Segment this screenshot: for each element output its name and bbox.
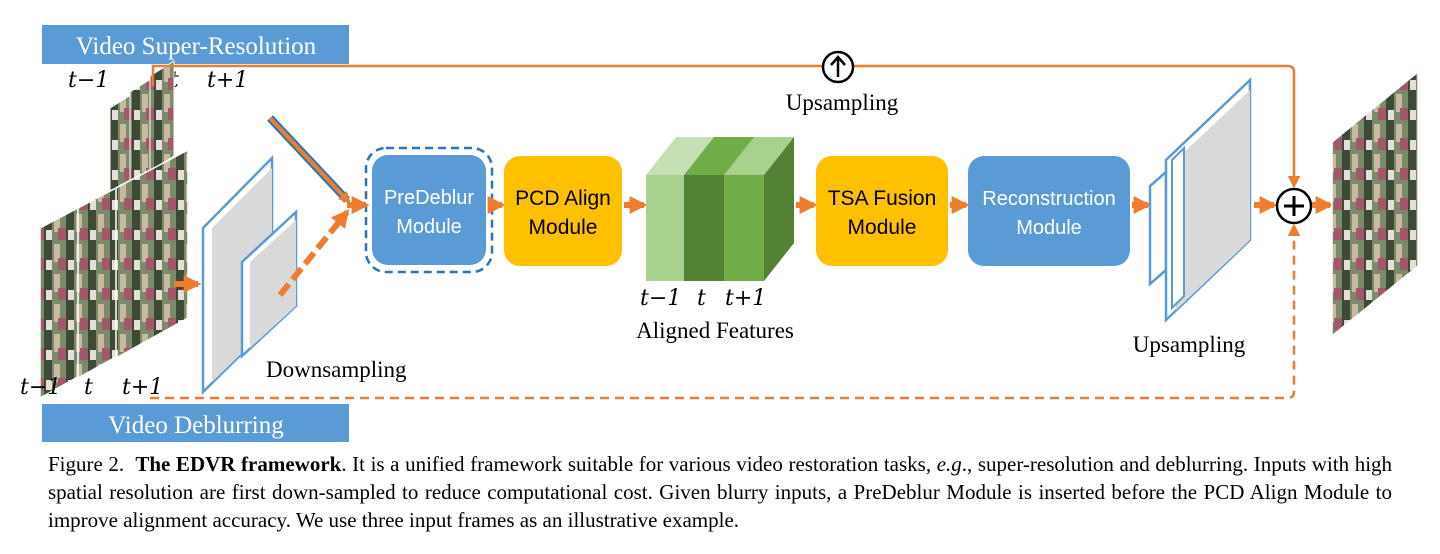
caption-part1: . It is a unified framework suitable for… bbox=[341, 452, 932, 476]
tsa-label-2: Module bbox=[848, 216, 917, 239]
predeblur-module bbox=[372, 155, 486, 265]
output-frame bbox=[1331, 70, 1419, 338]
reconstruction-module bbox=[968, 156, 1130, 266]
bottom-frame-label-next: t+1 bbox=[122, 375, 163, 400]
upsampling-top-label: Upsampling bbox=[786, 90, 899, 115]
feature-label-prev: t−1 bbox=[640, 286, 681, 311]
caption-eg: e.g bbox=[936, 452, 962, 476]
recon-label-2: Module bbox=[1016, 217, 1082, 239]
bottom-frame-label-cur: t bbox=[84, 375, 93, 400]
recon-label-1: Reconstruction bbox=[982, 188, 1115, 210]
skip-connection-bottom bbox=[150, 223, 1301, 400]
pcd-label-2: Module bbox=[529, 216, 598, 239]
pcd-align-module bbox=[504, 156, 622, 266]
predeblur-label-1: PreDeblur bbox=[384, 187, 474, 209]
skip-connection-top bbox=[151, 64, 1301, 189]
upsampling-right-label: Upsampling bbox=[1133, 332, 1246, 357]
large-input-frames bbox=[39, 148, 189, 400]
vsr-label: Video Super-Resolution bbox=[76, 33, 317, 60]
caption-title: The EDVR framework bbox=[135, 452, 342, 476]
tsa-label-1: TSA Fusion bbox=[828, 187, 937, 210]
deblur-label-box bbox=[42, 404, 349, 442]
downsampling-blocks bbox=[201, 154, 298, 395]
downsampling-label: Downsampling bbox=[266, 357, 407, 382]
tsa-fusion-module bbox=[816, 156, 948, 266]
figure-caption: Figure 2. The EDVR framework. It is a un… bbox=[48, 450, 1392, 534]
top-frame-label-next: t+1 bbox=[207, 68, 248, 93]
arrow-downsample-to-predeblur bbox=[277, 209, 350, 297]
predeblur-label-2: Module bbox=[396, 216, 462, 238]
upsampling-blocks bbox=[1148, 77, 1252, 323]
caption-part2: ., super-resolution and deblurring. Inpu… bbox=[48, 452, 1393, 532]
caption-prefix: Figure 2. bbox=[48, 452, 125, 476]
top-frame-label-prev: t−1 bbox=[68, 68, 109, 93]
feature-label-cur: t bbox=[697, 286, 706, 311]
edvr-diagram: Video Super-Resolution Video Deblurring … bbox=[20, 25, 1419, 442]
pcd-label-1: PCD Align bbox=[515, 187, 611, 210]
vsr-label-box bbox=[42, 25, 349, 64]
deblur-label: Video Deblurring bbox=[108, 412, 284, 439]
feature-label-next: t+1 bbox=[725, 286, 766, 311]
aligned-feature-cubes bbox=[646, 137, 794, 281]
bottom-frame-label-prev: t−1 bbox=[20, 375, 61, 400]
aligned-features-label: Aligned Features bbox=[636, 318, 794, 343]
